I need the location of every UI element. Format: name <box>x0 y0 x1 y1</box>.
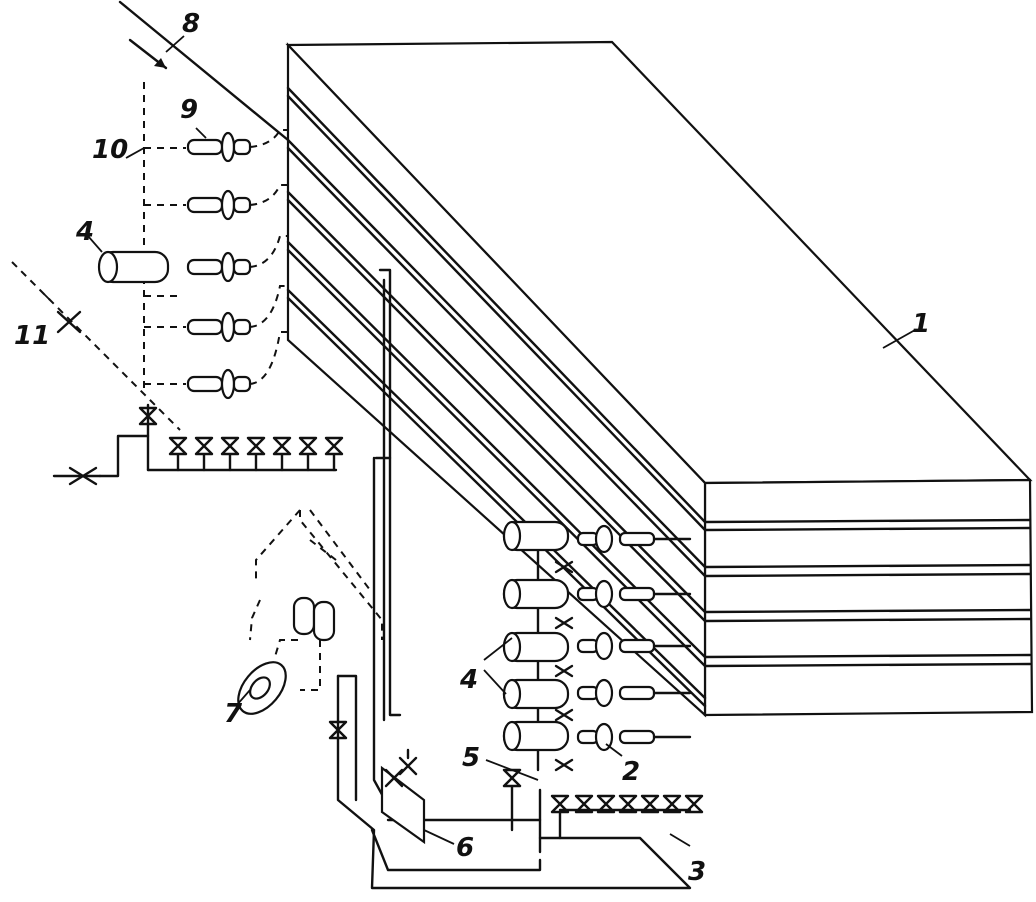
pump-7 <box>235 661 287 715</box>
label-9: 9 <box>180 95 198 125</box>
loop-valve <box>328 720 348 740</box>
cylinder-4r-d <box>502 678 570 710</box>
cylinder-4r-a <box>502 520 570 552</box>
twin-cylinders <box>292 596 336 642</box>
label-4-lower: 4 <box>459 665 478 695</box>
reference-labels: 1 2 3 4 4 5 6 7 8 9 10 11 <box>14 9 930 887</box>
cylinder-4r-e <box>502 720 570 752</box>
label-5: 5 <box>462 743 480 773</box>
dashed-manifold-10 <box>125 82 186 390</box>
cylinder-stack-4 <box>483 520 570 752</box>
label-11: 11 <box>14 321 50 351</box>
nozzle-9d <box>186 285 288 343</box>
nozzle-2d <box>576 678 692 708</box>
cylinder-4-upper <box>87 235 170 284</box>
label-4-upper: 4 <box>75 217 94 247</box>
valve-11 <box>56 310 82 334</box>
nozzle-2b <box>576 579 692 609</box>
dashed-connectors <box>249 509 383 691</box>
label-8: 8 <box>182 9 200 39</box>
nozzle-2c <box>576 631 692 661</box>
label-10: 10 <box>92 135 128 165</box>
cylinder-4r-c <box>502 631 570 663</box>
nozzle-2e <box>576 722 692 752</box>
valve-manifold-left <box>52 403 344 486</box>
nozzle-row-9 <box>186 127 288 400</box>
inlet-valve <box>68 466 98 486</box>
label-1: 1 <box>912 309 930 339</box>
valve-vertical <box>138 406 158 426</box>
front-layer-lines <box>703 518 1032 668</box>
flow-arrow-head <box>154 58 166 68</box>
nozzle-2a <box>576 524 692 554</box>
dashed-line-11 <box>11 261 181 431</box>
nozzle-row-2 <box>576 524 692 757</box>
nozzle-9e <box>186 331 288 400</box>
nozzle-9b <box>186 184 288 221</box>
block-front-face <box>703 478 1034 717</box>
control-unit-6 <box>380 748 455 845</box>
side-layer-lines <box>286 86 707 708</box>
manifold-valves-left <box>168 436 344 472</box>
label-7: 7 <box>224 699 243 729</box>
label-1-leader <box>882 329 916 349</box>
nozzle-9a <box>186 129 288 163</box>
label-6: 6 <box>456 833 474 863</box>
label-2: 2 <box>622 757 640 787</box>
valve-manifold-3 <box>550 794 704 847</box>
inlet-pipe-8 <box>118 0 290 142</box>
cylinder-4r-b <box>502 578 570 610</box>
nozzle-9c <box>186 235 288 283</box>
label-3: 3 <box>688 857 706 887</box>
layered-block <box>285 40 1034 718</box>
inter-cylinder-valves <box>554 560 574 772</box>
